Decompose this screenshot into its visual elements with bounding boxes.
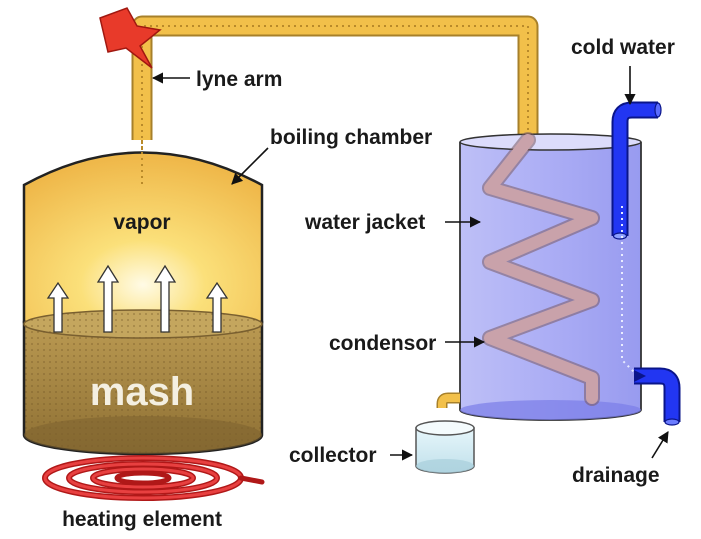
collector-jar [415, 420, 475, 474]
heating-element-coil [42, 455, 265, 501]
leader-arrows [151, 66, 669, 461]
condensor-label: condensor [329, 332, 436, 355]
water-jacket-label: water jacket [304, 211, 425, 234]
drainage-pipe [634, 367, 681, 426]
condensate-spout [436, 392, 460, 408]
vapor-arrow [46, 281, 70, 333]
lyne-arm-label: lyne arm [196, 68, 282, 91]
boiling-chamber [22, 140, 264, 456]
collector-label: collector [289, 444, 377, 467]
lyne-arm-pipe [131, 15, 539, 150]
vapor-arrow [96, 264, 120, 333]
heating-element-label: heating element [62, 508, 222, 531]
drainage-arrow [651, 431, 669, 459]
drainage-label: drainage [572, 464, 660, 487]
lightning-icon [99, 7, 162, 69]
cold-water-label: cold water [571, 36, 675, 59]
vapor-arrow [153, 264, 177, 333]
condenser-coil [482, 132, 600, 406]
vapor-arrow [205, 281, 229, 333]
boiling-chamber-label: boiling chamber [270, 126, 432, 149]
vapor-arrows [46, 264, 229, 333]
mash-label: mash [90, 370, 195, 414]
vapor-label: vapor [113, 211, 170, 234]
boiling-chamber-arrow [231, 147, 269, 185]
cold-water-pipe [611, 101, 662, 373]
